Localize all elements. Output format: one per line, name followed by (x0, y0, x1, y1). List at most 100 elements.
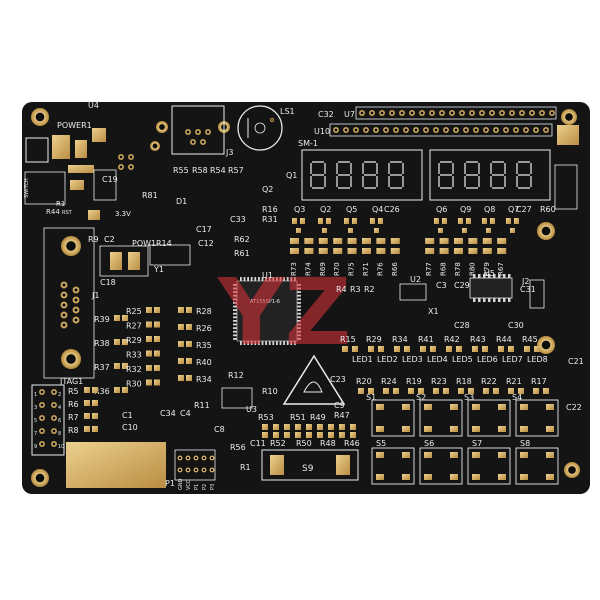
copper-pad (402, 452, 410, 458)
esd-hand-icon (303, 381, 323, 393)
copper-pad (424, 474, 432, 480)
copper-pad (350, 432, 356, 438)
copper-pad (458, 218, 463, 224)
copper-pad (520, 452, 528, 458)
resistor-label: R41 (418, 335, 434, 344)
mcu-pin (268, 277, 271, 281)
mcu-pin (297, 338, 301, 340)
pin-label: VCC (186, 479, 192, 490)
mcu-pin (290, 341, 293, 345)
mcu-pin (233, 316, 237, 319)
label-j1: J1 (91, 291, 99, 300)
switch-label: S2 (416, 393, 426, 402)
label-r49: R49 (310, 413, 326, 422)
via (193, 455, 199, 461)
copper-pad (273, 424, 279, 430)
label-c34: C34 (160, 409, 176, 418)
mcu-pin (294, 341, 296, 345)
copper-pad (178, 341, 184, 347)
mcu-pin (297, 327, 301, 329)
pin-number: 8 (58, 431, 61, 437)
mcu-pin (297, 334, 301, 337)
copper-pad (439, 238, 449, 244)
copper-pad (347, 248, 357, 254)
label-c1: C1 (122, 411, 133, 420)
db9-pins (60, 281, 80, 329)
resistor-label: R18 (456, 377, 472, 386)
mcu-pin (233, 334, 237, 337)
resistor-label: R7 (68, 413, 79, 422)
via (449, 110, 455, 116)
resistor-label: R67 (497, 262, 505, 276)
resistor-label: R40 (196, 358, 212, 367)
resistor-label: R68 (440, 262, 448, 276)
mcu-pin (297, 320, 301, 322)
copper-pad (394, 346, 400, 352)
copper-pad (434, 218, 439, 224)
copper-pad (114, 339, 120, 345)
led-label: LED3 (402, 355, 423, 364)
copper-pad (348, 228, 353, 233)
copper-pad (450, 404, 458, 410)
mcu-pin (233, 330, 237, 333)
via (270, 118, 274, 122)
copper-pad (450, 474, 458, 480)
db9-connector-outline (43, 227, 95, 379)
via (373, 127, 379, 133)
via (393, 127, 399, 133)
label-r60: R60 (540, 205, 556, 214)
mcu-pin (247, 341, 249, 345)
copper-pad (498, 474, 506, 480)
pin-number: 1 (34, 392, 37, 398)
copper-pad (336, 455, 350, 475)
mcu-pin (233, 291, 237, 293)
pin-number: 9 (34, 444, 37, 450)
label-r3: R3 (350, 285, 361, 294)
mcu-chip-marking: AT155SP1-6 (250, 299, 280, 305)
copper-pad (498, 426, 506, 432)
via (493, 127, 499, 133)
ic-pin (508, 274, 511, 278)
copper-pad (146, 307, 152, 313)
label-c17: C17 (196, 225, 212, 234)
ic-pin (503, 274, 506, 278)
via (51, 389, 57, 395)
copper-pad (326, 218, 331, 224)
copper-pad (497, 238, 507, 244)
left-resistor-columns: R39R38R37R36R25R27R29R33R32R30R28R26R35R… (68, 307, 212, 435)
label-r57: R57 (228, 166, 244, 175)
ic-pin (508, 298, 511, 302)
copper-pad (472, 474, 480, 480)
transistor-label: Q6 (436, 205, 447, 214)
via (509, 110, 515, 116)
copper-pad (424, 452, 432, 458)
label-u1: U1 (262, 271, 273, 280)
copper-pad (92, 387, 98, 393)
copper-pad (466, 218, 471, 224)
segment-digit (336, 161, 352, 189)
copper-pad (146, 379, 152, 386)
label-r61: R61 (234, 249, 250, 258)
segment-digits (310, 161, 532, 189)
copper-pad (543, 388, 549, 394)
copper-pad (318, 218, 323, 224)
ic-pin (478, 298, 481, 302)
mcu-pin (233, 338, 237, 340)
via (359, 110, 365, 116)
copper-pad (154, 379, 160, 386)
copper-pad (425, 238, 435, 244)
mcu-body (236, 280, 298, 342)
mcu-pin (279, 341, 282, 345)
via (39, 415, 45, 421)
copper-pad (328, 424, 334, 430)
label-r44: R44 (46, 208, 60, 216)
mcu-pin (254, 277, 257, 281)
copper-pad (122, 339, 128, 345)
via (60, 311, 68, 319)
copper-pad (524, 346, 530, 352)
copper-pad (292, 218, 297, 224)
via (403, 127, 409, 133)
copper-pad (262, 432, 268, 438)
